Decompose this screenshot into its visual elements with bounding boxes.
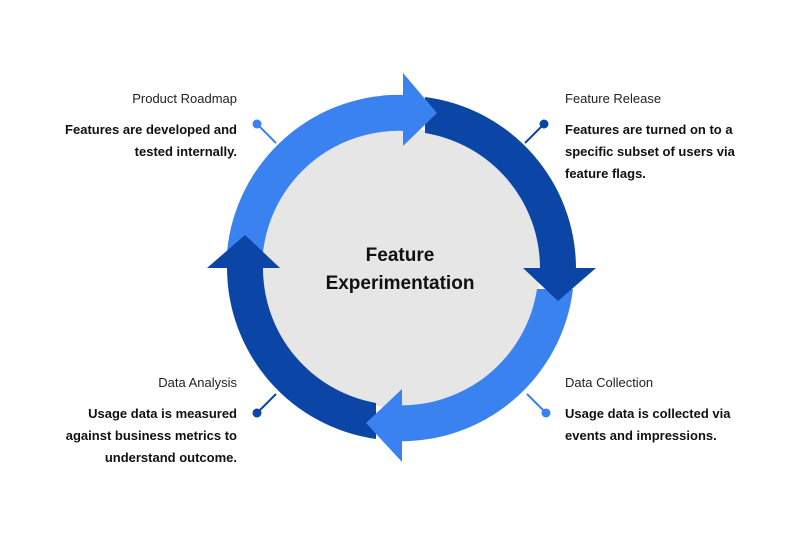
- description-line: specific subset of users via: [565, 144, 735, 159]
- stage-label-product-roadmap: Product Roadmap: [132, 91, 237, 106]
- description-line: against business metrics to: [65, 428, 237, 443]
- arrowhead-down: [523, 268, 596, 301]
- description-line: feature flags.: [565, 166, 646, 181]
- stage-description-product-roadmap: Features are developed and tested intern…: [0, 119, 237, 163]
- description-line: events and impressions.: [565, 428, 717, 443]
- stage-label-data-analysis: Data Analysis: [158, 375, 237, 390]
- stage-description-feature-release: Features are turned on to a specific sub…: [565, 119, 800, 185]
- ring-segment-data-analysis: [227, 268, 376, 439]
- center-title-line-2: Experimentation: [325, 273, 475, 294]
- arrowhead-right: [403, 73, 437, 146]
- description-line: understand outcome.: [104, 450, 237, 465]
- description-line: Usage data is measured: [88, 406, 237, 421]
- center-title: Feature Experimentation: [300, 242, 500, 298]
- pin-data-analysis: [252, 393, 277, 418]
- ring-segment-data-collection: [392, 289, 573, 442]
- stage-label-feature-release: Feature Release: [565, 91, 662, 106]
- description-line: tested internally.: [134, 144, 237, 159]
- arrowhead-left: [366, 389, 402, 462]
- center-title-line-1: Feature: [365, 245, 435, 266]
- pin-feature-release: [524, 119, 549, 144]
- description-line: Features are turned on to a: [565, 122, 733, 137]
- description-line: Usage data is collected via: [565, 406, 731, 421]
- inner-circle: [260, 128, 540, 408]
- pin-product-roadmap: [252, 119, 277, 144]
- stage-description-data-analysis: Usage data is measured against business …: [0, 403, 237, 469]
- description-line: Features are developed and: [65, 122, 237, 137]
- pin-data-collection: [526, 393, 551, 418]
- ring-segment-feature-release: [425, 97, 576, 268]
- arrowhead-up: [207, 235, 280, 268]
- ring-segment-product-roadmap: [227, 94, 407, 252]
- stage-label-data-collection: Data Collection: [565, 375, 654, 390]
- stage-description-data-collection: Usage data is collected via events and i…: [565, 403, 800, 447]
